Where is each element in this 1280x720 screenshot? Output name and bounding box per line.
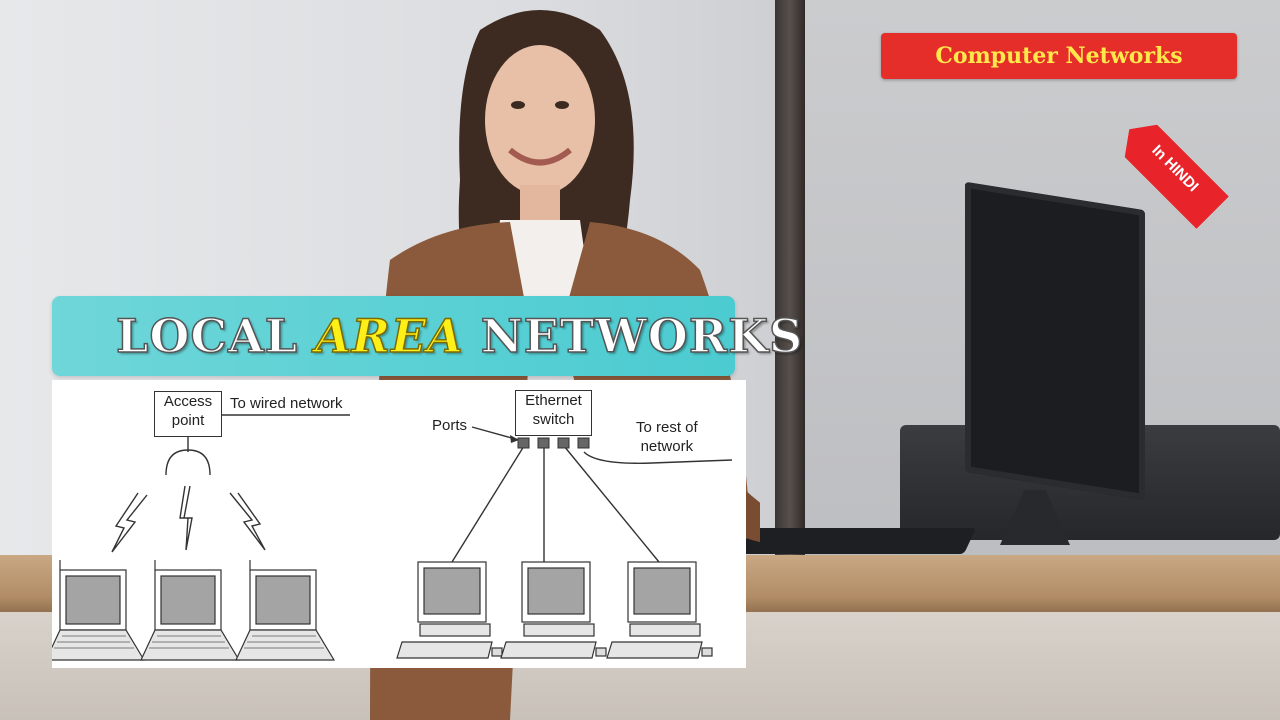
access-point-box: Access point [154, 391, 222, 437]
title-banner [52, 296, 735, 376]
lan-diagram-lines [52, 414, 733, 661]
desktop-3 [606, 561, 713, 659]
page-title: LOCAL AREA NETWORKS [115, 306, 804, 366]
laptop-1 [52, 560, 146, 661]
desktop-1 [396, 561, 503, 659]
keyboard [738, 528, 977, 554]
topic-badge-label: Computer Networks [935, 43, 1183, 69]
laptop-3 [235, 560, 336, 661]
title-word-networks: NETWORKS [463, 308, 804, 364]
to-rest-of-network-label: To rest of network [636, 419, 698, 455]
lan-diagram: Access point To wired network Ethernet s… [52, 380, 746, 668]
ports-label: Ports [432, 417, 468, 434]
ethernet-switch-box: Ethernet switch [515, 390, 592, 436]
door-frame [775, 0, 805, 560]
topic-badge: Computer Networks [881, 33, 1237, 79]
title-word-local: LOCAL [115, 308, 316, 364]
laptop-2 [140, 560, 241, 661]
title-word-area: AREA [314, 308, 464, 364]
to-wired-network-label: To wired network [230, 395, 343, 412]
desktop-2 [500, 561, 607, 659]
computer-monitor [965, 181, 1145, 501]
